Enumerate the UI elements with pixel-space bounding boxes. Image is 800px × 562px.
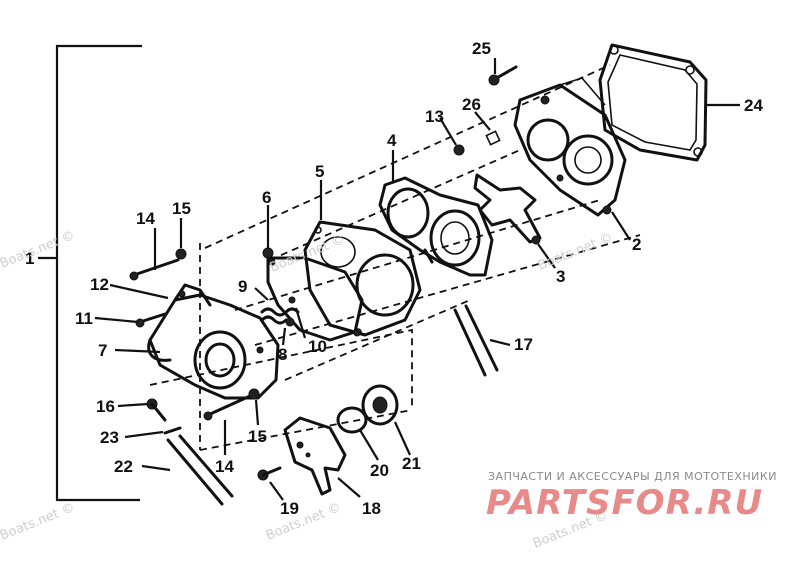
part-23-clamp — [163, 426, 182, 435]
callout-15-top: 15 — [172, 199, 191, 218]
part-24-gasket — [598, 43, 708, 162]
part-3-bracket — [473, 173, 542, 245]
part-15-washer-top — [175, 248, 187, 260]
part-10-inner-gasket — [266, 256, 364, 342]
assembly-bracket — [38, 44, 142, 502]
callout-2: 2 — [632, 235, 641, 254]
part-2-cover-plate — [513, 77, 627, 217]
callout-6: 6 — [262, 188, 271, 207]
callout-25: 25 — [472, 39, 491, 58]
watermark-right: Boats.net © — [536, 230, 615, 274]
part-14-bolt-bottom — [203, 394, 252, 421]
leader-lines — [94, 58, 740, 501]
part-5-gasket — [303, 220, 422, 337]
callout-9: 9 — [238, 277, 247, 296]
callout-3: 3 — [556, 267, 565, 286]
callout-20: 20 — [370, 461, 389, 480]
part-4-diaphragm-housing — [378, 176, 494, 277]
part-21-disc — [361, 384, 399, 426]
callout-4: 4 — [387, 131, 397, 150]
part-6-plug — [262, 205, 274, 259]
callout-15-bottom: 15 — [248, 427, 267, 446]
brand-tagline: ЗАПЧАСТИ И АКСЕССУАРЫ ДЛЯ МОТОТЕХНИКИ — [488, 470, 777, 483]
part-22-hose — [166, 434, 234, 506]
callout-19: 19 — [280, 499, 299, 518]
part-19-screw — [257, 466, 282, 481]
part-26-clip — [485, 130, 501, 146]
part-17-hose — [453, 304, 499, 377]
part-16-fitting — [146, 398, 167, 422]
callout-13: 13 — [425, 107, 444, 126]
part-15-washer-bottom — [248, 388, 260, 400]
part-25-screw — [488, 65, 518, 86]
callout-7: 7 — [98, 341, 107, 360]
callout-5: 5 — [315, 162, 324, 181]
callout-24: 24 — [744, 96, 763, 115]
branding: ЗАПЧАСТИ И АКСЕССУАРЫ ДЛЯ МОТОТЕХНИКИ PA… — [486, 470, 777, 523]
part-8-9-valve-spring — [260, 307, 300, 327]
callout-23: 23 — [100, 428, 119, 447]
callout-1: 1 — [25, 249, 34, 268]
callout-14-top: 14 — [136, 209, 155, 228]
callout-10: 10 — [308, 337, 327, 356]
callout-26: 26 — [462, 95, 481, 114]
part-20-o-ring — [336, 406, 368, 434]
callout-18: 18 — [362, 499, 381, 518]
callout-labels: 1 2 3 4 5 6 7 8 9 10 11 12 13 14 14 15 1… — [25, 39, 763, 518]
brand-logo: PARTSFOR.RU — [486, 483, 763, 523]
callout-22: 22 — [114, 457, 133, 476]
callout-21: 21 — [402, 454, 421, 473]
callout-12: 12 — [90, 275, 109, 294]
part-7-pump-body — [147, 283, 280, 400]
callout-16: 16 — [96, 397, 115, 416]
part-13-nut — [453, 144, 465, 156]
watermark-bottom-center: Boats.net © — [264, 500, 343, 544]
alignment-lines — [149, 64, 641, 451]
part-18-cover — [283, 416, 347, 496]
watermark-bottom-left: Boats.net © — [0, 500, 77, 544]
watermark-left: Boats.net © — [0, 228, 77, 272]
callout-17: 17 — [514, 335, 533, 354]
callout-11: 11 — [75, 309, 93, 328]
callout-8: 8 — [278, 345, 287, 364]
callout-14-bottom: 14 — [215, 457, 234, 476]
part-11-screw — [135, 312, 167, 328]
